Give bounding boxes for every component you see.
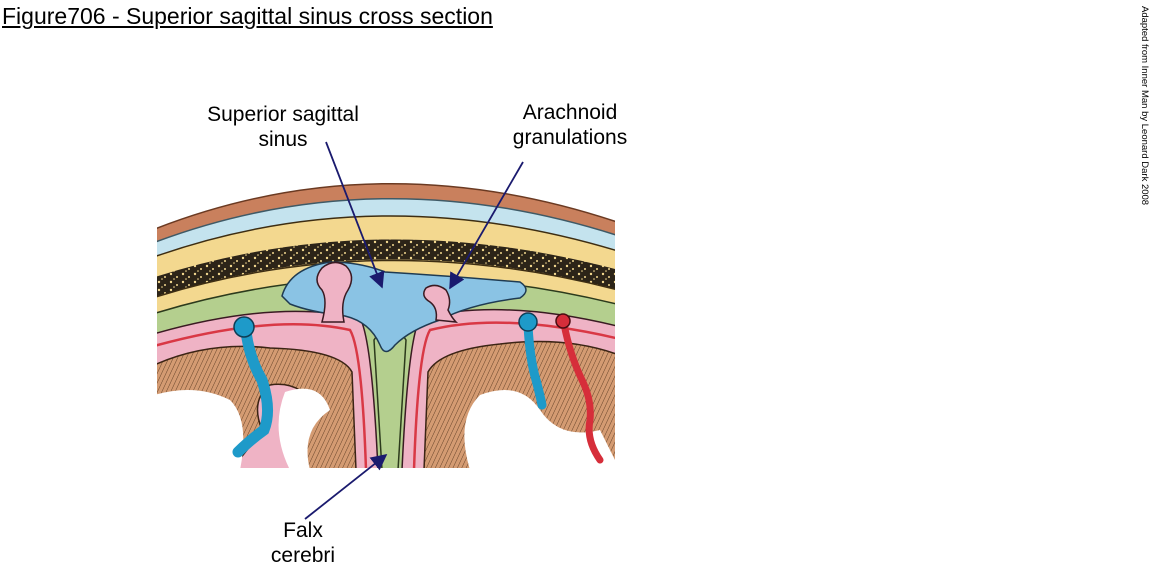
vein-right-head: [518, 312, 538, 332]
white-matter-left: [157, 390, 244, 468]
label-sss-line1: Superior sagittal: [207, 103, 359, 126]
arachnoid-granulation-right: [423, 284, 459, 323]
figure-title: Figure706 - Superior sagittal sinus cros…: [2, 3, 493, 29]
vein-right: [523, 321, 547, 410]
label-arach-line2: granulations: [512, 126, 628, 149]
credit-text: Adapted from Inner Man by Leonard Dark 2…: [1139, 6, 1150, 206]
pia-line-right: [412, 321, 615, 468]
arachnoid-granulation-left: [316, 261, 353, 323]
label-arach-line1: Arachnoid: [522, 101, 618, 124]
label-superior-sagittal-sinus: Superior sagittal sinus: [198, 102, 368, 152]
label-arachnoid-granulations: Arachnoid granulations: [500, 100, 640, 150]
label-sss-line2: sinus: [258, 128, 308, 151]
pia-line-left: [157, 322, 368, 468]
label-falx-cerebri: Falx cerebri: [258, 518, 348, 568]
artery-right: [560, 320, 604, 464]
white-matter-right: [464, 390, 615, 468]
artery-right-head: [555, 313, 571, 329]
vein-left-head: [233, 316, 255, 338]
pointer-superior-sagittal-sinus: [325, 141, 385, 289]
label-falx-line2: cerebri: [270, 544, 336, 567]
label-falx-line1: Falx: [283, 519, 323, 542]
pointer-falx-cerebri: [304, 453, 388, 520]
vein-left: [232, 326, 273, 458]
diploe-layer: [157, 239, 615, 297]
white-matter-left-2: [278, 388, 330, 468]
pointer-arachnoid-granulations: [449, 161, 524, 290]
